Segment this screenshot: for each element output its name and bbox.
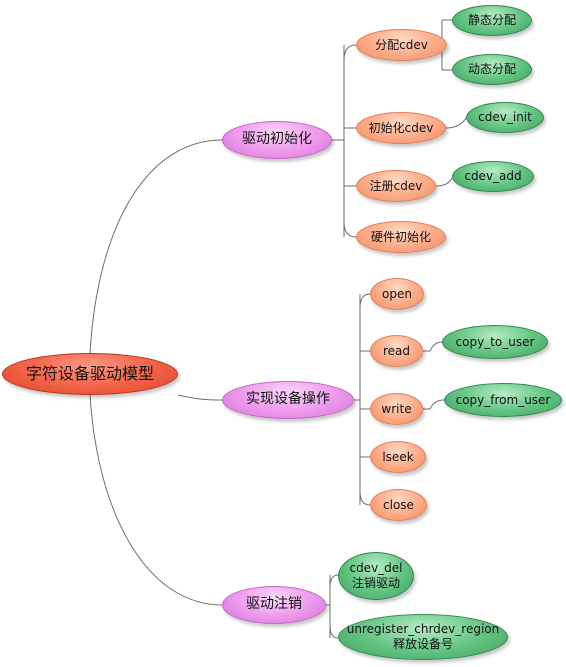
connector-write-copyfrom [423,399,445,410]
branch-driver-init[interactable]: 驱动初始化 [222,121,332,159]
node-lseek[interactable]: lseek [370,441,426,473]
node-copy-to-user[interactable]: copy_to_user [442,325,548,359]
node-static-alloc[interactable]: 静态分配 [452,5,532,36]
connector-initcdev-cdevinit [445,117,467,129]
node-close[interactable]: close [370,489,427,521]
connector-unreg-del [329,574,339,589]
root-node[interactable]: 字符设备驱动模型 [2,353,178,395]
node-hw-init[interactable]: 硬件初始化 [356,221,446,253]
connector-init-hw [343,221,357,238]
node-register-cdev[interactable]: 注册cdev [356,170,436,202]
connector-ops-open [359,293,371,309]
connector-root-ops [177,394,223,401]
node-open[interactable]: open [370,278,424,310]
connector-init-trunk [332,45,345,237]
connector-reg-cdevadd [435,177,453,187]
node-unregister-chrdev-region[interactable]: unregister_chrdev_region 释放设备号 [338,614,508,660]
branch-device-ops[interactable]: 实现设备操作 [222,381,354,419]
connector-init-alloc [343,44,357,61]
node-dynamic-alloc[interactable]: 动态分配 [452,54,532,85]
node-alloc-cdev[interactable]: 分配cdev [356,29,447,61]
node-read[interactable]: read [370,335,423,367]
node-cdev-init[interactable]: cdev_init [466,102,544,133]
connector-unreg-trunk [326,575,331,638]
connector-ops-close [359,490,371,506]
connector-read-copyto [423,341,443,352]
connector-root-init [89,139,223,354]
connector-root-unreg [89,394,223,606]
connector-ops-trunk [354,294,361,505]
connector-unreg-release [329,624,339,639]
node-write[interactable]: write [370,393,423,425]
node-cdev-add[interactable]: cdev_add [452,161,534,192]
node-cdev-del[interactable]: cdev_del 注销驱动 [338,552,414,600]
node-copy-from-user[interactable]: copy_from_user [444,383,562,417]
node-init-cdev[interactable]: 初始化cdev [356,112,446,144]
branch-driver-unregister[interactable]: 驱动注销 [222,586,326,624]
